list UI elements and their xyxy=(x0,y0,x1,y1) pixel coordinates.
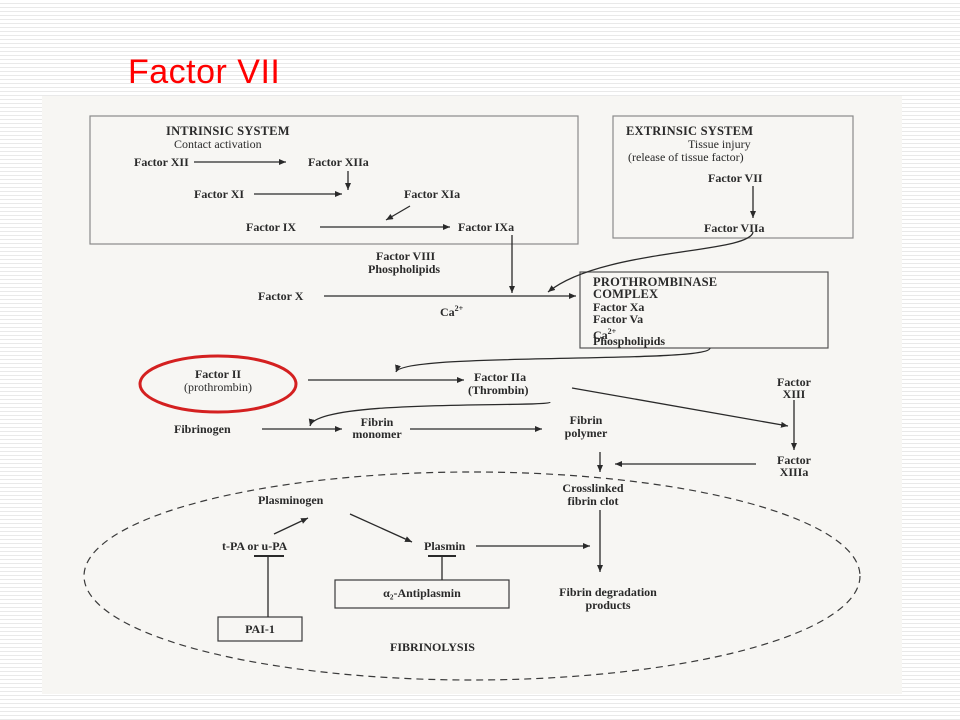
pai-1: PAI-1 xyxy=(245,622,275,636)
factor-xia: Factor XIa xyxy=(404,187,461,201)
intrinsic-title: INTRINSIC SYSTEM xyxy=(166,124,290,138)
alpha2-antiplasmin: α₂-Antiplasmin xyxy=(383,586,461,600)
fibrin-monomer-line2: monomer xyxy=(352,427,402,441)
prothrombinase-line2: COMPLEX xyxy=(593,287,659,301)
factor-viii: Factor VIII xyxy=(376,249,436,263)
fibrin-polymer-line1: Fibrin xyxy=(569,413,603,427)
slide-title: Factor VII xyxy=(128,53,281,91)
prothrombin: (prothrombin) xyxy=(184,380,252,394)
crosslinked-clot-line1: Crosslinked xyxy=(562,481,624,495)
plasmin: Plasmin xyxy=(424,539,466,553)
factor-vii: Factor VII xyxy=(708,171,763,185)
factor-xiii-number: XIII xyxy=(782,387,806,401)
diagram-lines xyxy=(83,115,861,681)
fibrin-degradation-line2: products xyxy=(585,598,631,612)
factor-xiia: Factor XIIa xyxy=(308,155,369,169)
factor-ix: Factor IX xyxy=(246,220,297,234)
intrinsic-system-box xyxy=(89,115,579,245)
coagulation-cascade-diagram: INTRINSIC SYSTEM Contact activation Fact… xyxy=(42,96,902,694)
antiplasmin-box xyxy=(334,579,510,609)
thrombin: (Thrombin) xyxy=(468,383,529,397)
extrinsic-title: EXTRINSIC SYSTEM xyxy=(626,124,754,138)
factor-ii: Factor II xyxy=(194,367,242,381)
factor-ii-highlight-circle xyxy=(138,354,298,414)
intrinsic-subtitle: Contact activation xyxy=(174,137,262,151)
factor-ixa: Factor IXa xyxy=(458,220,515,234)
factor-xi: Factor XI xyxy=(194,187,245,201)
factor-xiiia-label: Factor xyxy=(777,453,811,467)
crosslinked-clot-line2: fibrin clot xyxy=(567,494,619,508)
factor-viia: Factor VIIa xyxy=(704,221,765,235)
plasminogen: Plasminogen xyxy=(258,493,324,507)
pai-box xyxy=(217,616,303,642)
factor-x: Factor X xyxy=(258,289,304,303)
extrinsic-line2: (release of tissue factor) xyxy=(628,150,744,164)
extrinsic-system-box xyxy=(612,115,854,239)
tpa-upa: t-PA or u-PA xyxy=(222,539,288,553)
fibrinogen: Fibrinogen xyxy=(174,422,231,436)
prothrombinase-calcium: Ca2+ xyxy=(593,327,617,342)
fibrinolysis-ellipse xyxy=(83,471,861,681)
calcium-ion: Ca2+ xyxy=(440,304,464,319)
prothrombinase-phospholipids: Phospholipids xyxy=(593,334,666,348)
prothrombinase-factor-xa: Factor Xa xyxy=(593,300,645,314)
prothrombinase-factor-va: Factor Va xyxy=(593,312,644,326)
factor-xii: Factor XII xyxy=(134,155,189,169)
phospholipids-cofactor: Phospholipids xyxy=(368,262,441,276)
fibrin-degradation-line1: Fibrin degradation xyxy=(559,585,657,599)
factor-iia: Factor IIa xyxy=(474,370,527,384)
prothrombinase-box xyxy=(579,271,829,349)
factor-xiiia-number: XIIIa xyxy=(779,465,809,479)
fibrinolysis-label: FIBRINOLYSIS xyxy=(390,640,475,654)
fibrin-polymer-line2: polymer xyxy=(564,426,608,440)
factor-xiii-label: Factor xyxy=(777,375,811,389)
extrinsic-line1: Tissue injury xyxy=(688,137,751,151)
fibrin-monomer-line1: Fibrin xyxy=(360,415,394,429)
prothrombinase-line1: PROTHROMBINASE xyxy=(593,275,718,289)
